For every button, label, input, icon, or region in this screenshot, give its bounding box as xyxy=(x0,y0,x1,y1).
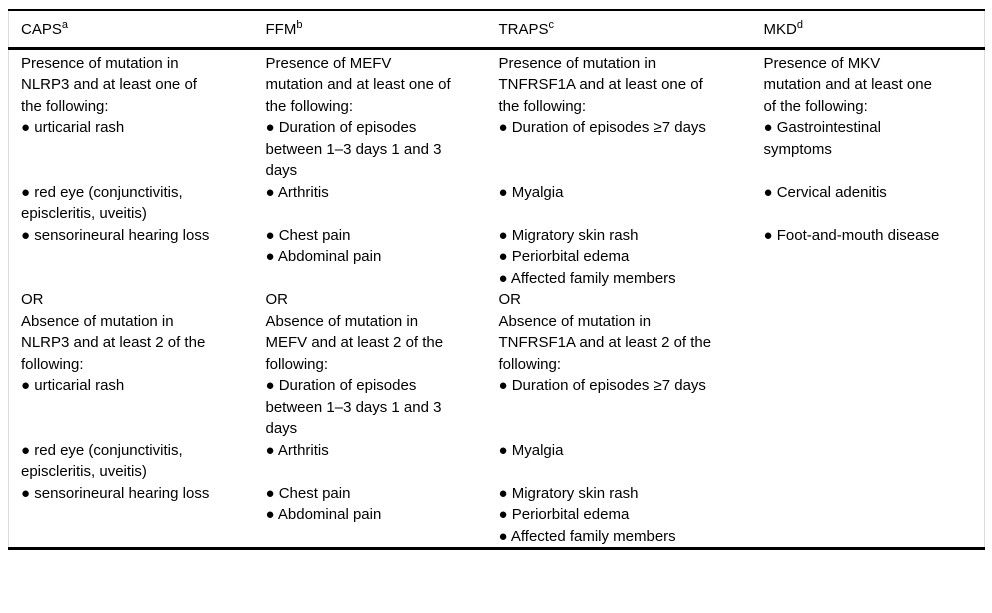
table-cell: Absence of mutation in NLRP3 and at leas… xyxy=(21,312,206,373)
table-cell: Presence of MEFV mutation and at least o… xyxy=(265,54,451,115)
table-cell xyxy=(9,504,254,526)
table-row: ● sensorineural hearing loss ● Chest pai… xyxy=(9,225,985,247)
table-cell: Absence of mutation in TNFRSF1A and at l… xyxy=(498,312,712,373)
table-cell: ● Gastrointestinal symptoms xyxy=(763,119,881,158)
table-cell: ● Myalgia xyxy=(498,441,564,459)
diagnostic-criteria-table: CAPSa FFMb TRAPSc MKDd Presence of mutat… xyxy=(8,9,985,550)
table-cell xyxy=(752,440,985,483)
table-cell: ● Arthritis xyxy=(265,441,329,459)
table-row: ● red eye (conjunctivitis, episcleritis,… xyxy=(9,440,985,483)
column-header-superscript: d xyxy=(796,19,803,31)
column-header-superscript: c xyxy=(548,19,555,31)
table-cell: ● urticarial rash xyxy=(21,377,125,394)
table-cell: Absence of mutation in MEFV and at least… xyxy=(265,312,444,373)
table-cell: ● Duration of episodes ≥7 days xyxy=(498,119,706,136)
table-cell xyxy=(752,311,985,376)
table-row: ● urticarial rash ● Duration of episodes… xyxy=(9,117,985,182)
table-cell: ● Cervical adenitis xyxy=(763,183,887,201)
table-cell: ● Duration of episodes between 1–3 days … xyxy=(265,119,442,179)
table-cell: Presence of mutation in TNFRSF1A and at … xyxy=(498,54,703,115)
table-cell: ● Periorbital edema xyxy=(498,248,630,265)
column-header-ffm: FFMb xyxy=(253,10,487,50)
table-cell: ● red eye (conjunctivitis, episcleritis,… xyxy=(21,441,183,481)
table-header-row: CAPSa FFMb TRAPSc MKDd xyxy=(8,10,985,50)
column-header-label: CAPS xyxy=(21,21,62,38)
table-cell: ● urticarial rash xyxy=(21,119,125,136)
table-body: Presence of mutation in NLRP3 and at lea… xyxy=(9,48,985,549)
table-row: ● sensorineural hearing loss ● Chest pai… xyxy=(9,483,985,505)
table-cell: ● Affected family members xyxy=(498,269,676,287)
table-row: Absence of mutation in NLRP3 and at leas… xyxy=(9,311,985,376)
criteria-table-container: CAPSa FFMb TRAPSc MKDd Presence of mutat… xyxy=(8,9,985,550)
table-cell xyxy=(9,526,254,549)
table-row: ● Affected family members xyxy=(9,268,985,290)
table-cell: ● Migratory skin rash xyxy=(498,484,639,502)
table-cell: ● Abdominal pain xyxy=(265,248,382,265)
table-cell: ● sensorineural hearing loss xyxy=(21,484,210,502)
table-cell: ● Affected family members xyxy=(498,527,676,545)
table-cell: OR xyxy=(265,291,289,308)
table-cell: ● Arthritis xyxy=(265,183,329,201)
column-header-traps: TRAPSc xyxy=(486,10,752,50)
table-cell xyxy=(752,504,985,526)
table-cell xyxy=(9,268,254,290)
column-header-label: TRAPS xyxy=(498,21,549,38)
table-cell: OR xyxy=(21,291,44,308)
column-header-superscript: a xyxy=(61,19,68,31)
table-row: ● red eye (conjunctivitis, episcleritis,… xyxy=(9,182,985,225)
table-row: Presence of mutation in NLRP3 and at lea… xyxy=(9,48,985,117)
table-cell xyxy=(752,246,985,268)
table-cell: ● Abdominal pain xyxy=(265,506,382,523)
table-cell xyxy=(752,289,985,311)
table-cell: Presence of MKV mutation and at least on… xyxy=(763,54,932,115)
table-cell: ● Duration of episodes ≥7 days xyxy=(498,377,706,394)
table-cell xyxy=(752,375,985,440)
table-cell: ● red eye (conjunctivitis, episcleritis,… xyxy=(21,183,183,223)
table-cell: ● Migratory skin rash xyxy=(498,226,639,244)
table-cell xyxy=(752,483,985,505)
table-cell: ● sensorineural hearing loss xyxy=(21,226,210,244)
table-row: ● Affected family members xyxy=(9,526,985,549)
table-cell xyxy=(9,246,254,268)
table-cell xyxy=(752,526,985,549)
column-header-mkd: MKDd xyxy=(751,10,985,50)
table-cell: ● Duration of episodes between 1–3 days … xyxy=(265,377,442,437)
column-header-label: MKD xyxy=(763,21,797,38)
table-cell: ● Foot-and-mouth disease xyxy=(763,226,940,244)
table-row: ● urticarial rash ● Duration of episodes… xyxy=(9,375,985,440)
table-cell xyxy=(752,268,985,290)
table-row-or: OR OR OR xyxy=(9,289,985,311)
table-cell: ● Chest pain xyxy=(265,226,351,244)
column-header-caps: CAPSa xyxy=(8,10,254,50)
table-cell: Presence of mutation in NLRP3 and at lea… xyxy=(21,54,197,115)
table-cell xyxy=(254,268,487,290)
table-row: ● Abdominal pain ● Periorbital edema xyxy=(9,504,985,526)
table-cell: ● Periorbital edema xyxy=(498,506,630,523)
column-header-superscript: b xyxy=(296,19,303,31)
column-header-label: FFM xyxy=(265,21,297,38)
table-cell: OR xyxy=(498,291,522,308)
table-cell xyxy=(254,526,487,549)
table-cell: ● Chest pain xyxy=(265,484,351,502)
table-row: ● Abdominal pain ● Periorbital edema xyxy=(9,246,985,268)
table-cell: ● Myalgia xyxy=(498,183,564,201)
